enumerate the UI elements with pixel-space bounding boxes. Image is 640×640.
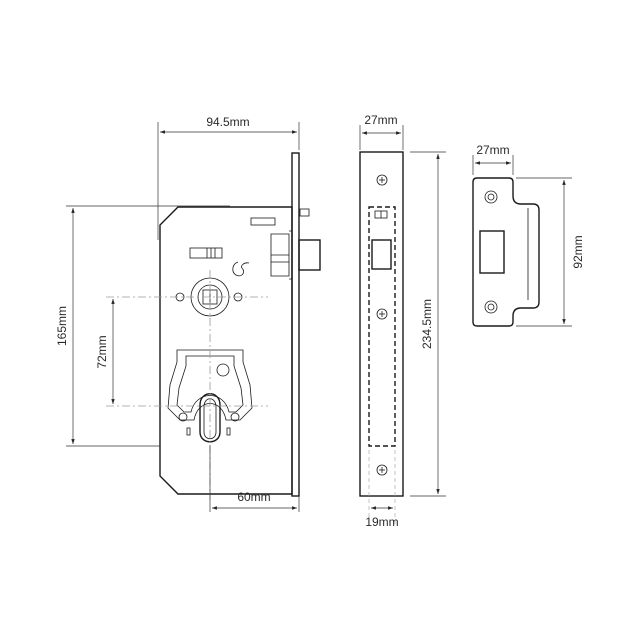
latch-bolt bbox=[270, 230, 321, 280]
strike-screw-hole-bottom bbox=[484, 300, 498, 314]
label-strike-height: 92mm bbox=[571, 235, 585, 268]
dimension-forend-body-width: 19mm bbox=[365, 506, 399, 529]
strike-screw-hole-top bbox=[484, 190, 498, 204]
screw-icon-top bbox=[376, 174, 388, 186]
lock-case-outline bbox=[159, 206, 293, 495]
screw-icon-middle bbox=[376, 308, 388, 320]
label-forend-body-width: 19mm bbox=[365, 515, 398, 529]
label-backset: 60mm bbox=[237, 490, 270, 504]
euro-cylinder-profile bbox=[199, 393, 221, 443]
dimension-body-height: 165mm bbox=[55, 205, 230, 447]
indicator-slot bbox=[189, 247, 223, 259]
dimension-forend-width: 27mm bbox=[359, 113, 404, 150]
dimension-body-width: 94.5mm bbox=[157, 115, 300, 240]
forend-plate bbox=[359, 151, 404, 497]
faceplate bbox=[291, 152, 300, 497]
strike-bolt-opening bbox=[479, 230, 505, 274]
strike-plate-view bbox=[472, 177, 540, 327]
label-forend-height: 234.5mm bbox=[420, 299, 434, 349]
forend-latch-opening bbox=[371, 239, 392, 270]
screw-icon-bottom bbox=[376, 464, 388, 476]
label-forend-width: 27mm bbox=[364, 113, 397, 127]
strike-plate-outline bbox=[472, 177, 540, 327]
label-body-height: 165mm bbox=[55, 306, 69, 346]
cylinder-housing bbox=[167, 349, 253, 436]
dimension-backset: 60mm bbox=[209, 445, 300, 512]
lock-body-view bbox=[106, 152, 321, 500]
spring-hook bbox=[232, 261, 250, 277]
dimension-strike-width: 27mm bbox=[472, 143, 514, 175]
case-slot bbox=[250, 217, 276, 226]
dimension-centres: 72mm bbox=[95, 299, 115, 404]
dimension-strike-height: 92mm bbox=[516, 177, 585, 327]
label-strike-width: 27mm bbox=[476, 143, 509, 157]
forend-case-outline bbox=[368, 206, 396, 447]
dimension-forend-height: 234.5mm bbox=[410, 151, 446, 497]
label-centres: 72mm bbox=[95, 335, 109, 368]
forend-view bbox=[359, 151, 404, 525]
faceplate-tab bbox=[299, 208, 310, 217]
label-body-width: 94.5mm bbox=[206, 115, 249, 129]
